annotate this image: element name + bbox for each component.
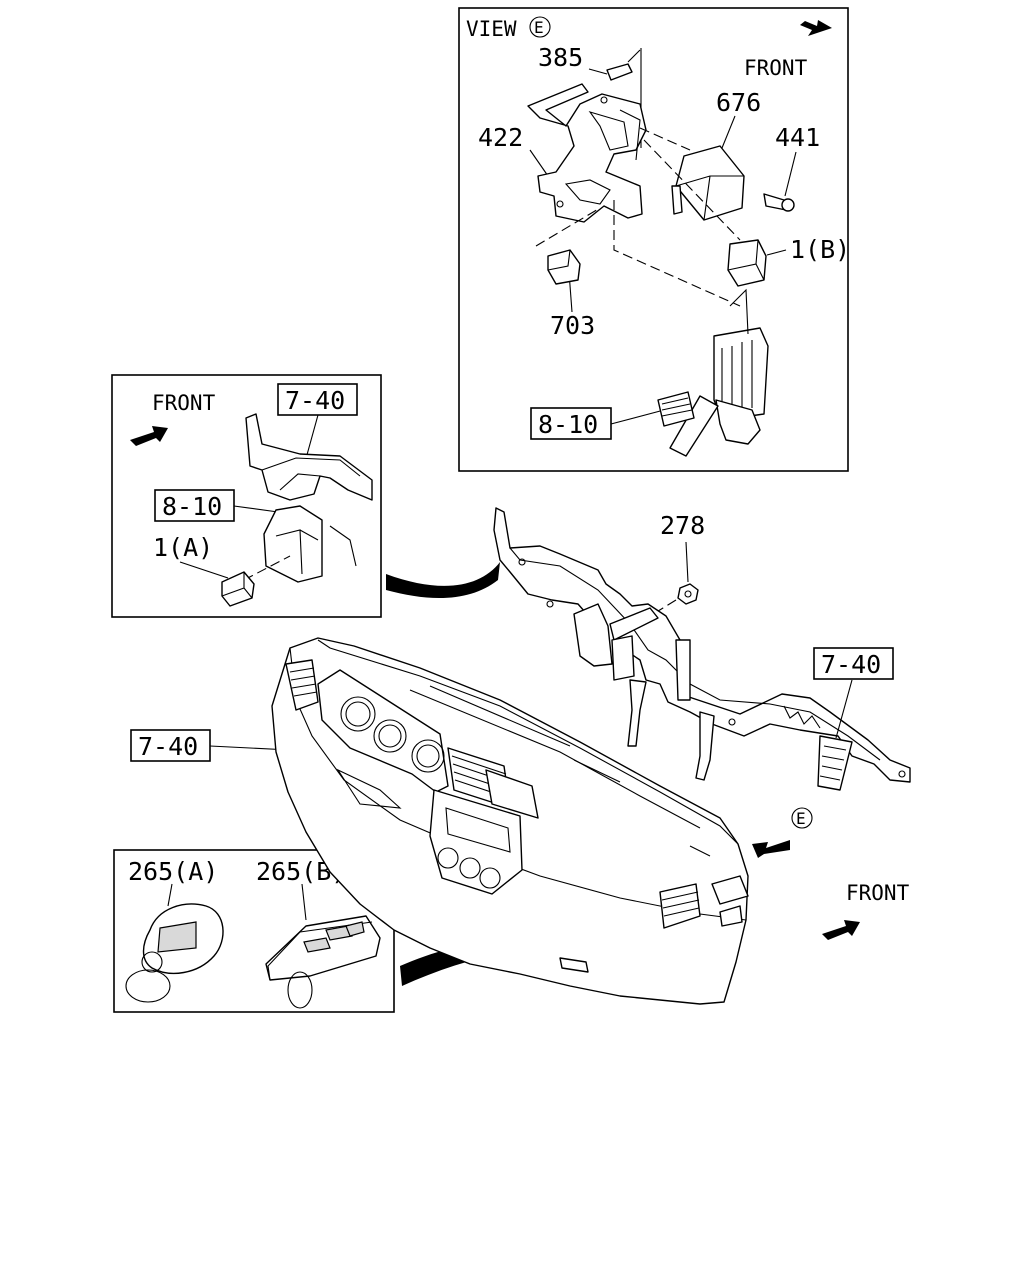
main-ref-7-40-right-label: 7-40 [821, 650, 881, 679]
view-e-circle [529, 16, 551, 38]
part-441-label: 441 [775, 123, 820, 152]
relay-1a-icon [221, 571, 255, 607]
relay-inset-ref-8-10-label: 8-10 [162, 492, 222, 521]
relay-inset-ref-7-40-box [277, 383, 358, 416]
part-703-label: 703 [550, 311, 595, 340]
relay-connector-icon [243, 505, 323, 583]
main-front-label: FRONT [846, 881, 910, 905]
main-assembly: 278 7-40 7-40 [130, 507, 911, 1005]
main-view-e-letter: E [796, 809, 806, 828]
ref-8-10-label: 8-10 [538, 410, 598, 439]
inset-view-e-frame [458, 7, 849, 472]
relay-block-icon [657, 288, 769, 457]
relay-1b-icon [613, 200, 767, 307]
part-278-label: 278 [660, 511, 705, 540]
view-e-arrow-icon [752, 840, 790, 858]
relay-703-icon [535, 207, 601, 285]
pointer-arrow-relay [386, 562, 500, 599]
key-fob-265a-icon [125, 903, 224, 1003]
relay-inset-ref-8-10-box [154, 489, 235, 522]
relay-inset-ref-7-40-label: 7-40 [285, 386, 345, 415]
part-1b-label: 1(B) [790, 235, 850, 264]
bracket-422-icon [527, 83, 647, 223]
key-fob-265b-icon [265, 915, 381, 1009]
main-ref-7-40-left-box [130, 729, 211, 762]
module-676-icon [639, 127, 745, 241]
main-ref-7-40-right-box [813, 647, 894, 680]
main-view-e-circle [791, 807, 813, 829]
relay-inset-front-label: FRONT [152, 391, 216, 415]
nut-278-icon [649, 583, 699, 617]
screw-441-icon [763, 193, 795, 212]
part-1a-label: 1(A) [153, 533, 213, 562]
inset-view-e: VIEW E FRONT 385 676 422 441 1(B) 703 8-… [458, 7, 850, 472]
part-422-label: 422 [478, 123, 523, 152]
front-arrow-icon [800, 20, 832, 36]
part-676-label: 676 [716, 88, 761, 117]
main-ref-7-40-left-label: 7-40 [138, 732, 198, 761]
part-385-label: 385 [538, 43, 583, 72]
front-arrow-icon [130, 426, 168, 446]
part-265a-label: 265(A) [128, 857, 218, 886]
view-e-front-label: FRONT [744, 56, 808, 80]
front-arrow-icon [822, 920, 860, 940]
view-e-circle-letter: E [534, 18, 544, 37]
inset-relay: FRONT 7-40 8-10 1(A) [111, 374, 382, 618]
instrument-panel-beam-icon [245, 413, 373, 567]
cross-car-beam-icon [493, 507, 911, 791]
view-e-title: VIEW [466, 17, 517, 41]
instrument-panel-icon [271, 637, 749, 1005]
